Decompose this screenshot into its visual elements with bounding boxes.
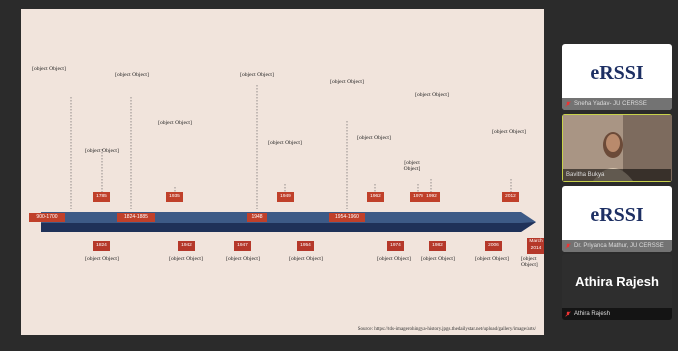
year-tag: 1935 (166, 192, 183, 202)
timeline-event: [object Object] (158, 120, 192, 126)
participant-name: Athira Rajesh (574, 311, 611, 317)
timeline-event: [object Object] (521, 256, 538, 269)
timeline-event: [object Object] (415, 92, 449, 98)
timeline-event: [object Object] (403, 160, 421, 173)
timeline-bar-shadow (41, 222, 536, 232)
timeline-event: [object Object] (492, 129, 526, 135)
year-tag: 1974 (387, 241, 404, 251)
participant-tile[interactable]: eRSSI Dr. Priyanca Mathur, JU CERSSE (562, 186, 672, 252)
year-tag: 1824 (93, 241, 110, 251)
timeline-event: [object Object] (115, 72, 149, 78)
timeline-graphic (41, 85, 536, 247)
mic-muted-icon (565, 243, 571, 249)
year-tag: 1949 (277, 192, 294, 202)
year-tag: 2006 (485, 241, 502, 251)
year-tag: 1947 (234, 241, 251, 251)
year-tag: March 2014 (527, 238, 544, 254)
year-tag: 1942 (178, 241, 195, 251)
range-label: 1824-1885 (117, 213, 155, 222)
timeline-event: [object Object] (268, 140, 302, 146)
timeline-event: [object Object] (240, 72, 274, 78)
presentation-slide: 900-1700 1824-1885 1948 1954-1960 1785 1… (21, 9, 544, 335)
year-tag: 2012 (502, 192, 519, 202)
year-tag: 1982 (429, 241, 446, 251)
timeline-event: [object Object] (226, 256, 260, 262)
timeline-event: [object Object] (475, 256, 509, 262)
timeline-event: [object Object] (85, 256, 119, 262)
timeline-event: [object Object] (421, 256, 455, 262)
year-tag: 1978 (410, 192, 427, 202)
timeline-event: [object Object] (85, 148, 119, 154)
range-label: 1948 (247, 213, 267, 222)
year-tag: 1954 (297, 241, 314, 251)
participant-name: Sneha Yadav- JU CERSSE (574, 101, 647, 107)
participant-tile[interactable]: Bavitha Bukya (562, 114, 672, 182)
mic-muted-icon (565, 101, 571, 107)
timeline-event: [object Object] (289, 256, 323, 262)
cerssi-logo: eRSSI (590, 204, 644, 226)
year-tag: 1785 (93, 192, 110, 202)
cerssi-logo: eRSSI (590, 62, 644, 84)
participant-tile[interactable]: eRSSI Sneha Yadav- JU CERSSE (562, 44, 672, 110)
timeline-event: [object Object] (32, 66, 66, 72)
year-tag: 1962 (367, 192, 384, 202)
participant-name: Dr. Priyanca Mathur, JU CERSSE (574, 243, 664, 249)
participant-name: Bavitha Bukya (566, 172, 605, 178)
range-label: 900-1700 (29, 213, 65, 222)
participant-tile[interactable]: Athira Rajesh Athira Rajesh (562, 254, 672, 320)
timeline-event: [object Object] (169, 256, 203, 262)
mic-muted-icon (565, 311, 571, 317)
timeline-event: [object Object] (377, 256, 411, 262)
year-tag: 1992 (423, 192, 440, 202)
timeline-event: [object Object] (330, 79, 364, 85)
participant-display-name: Athira Rajesh (575, 274, 659, 289)
timeline-event: [object Object] (357, 135, 391, 141)
range-label: 1954-1960 (329, 213, 365, 222)
source-caption: Source: https://tds-imagerohingya-histor… (357, 327, 536, 332)
